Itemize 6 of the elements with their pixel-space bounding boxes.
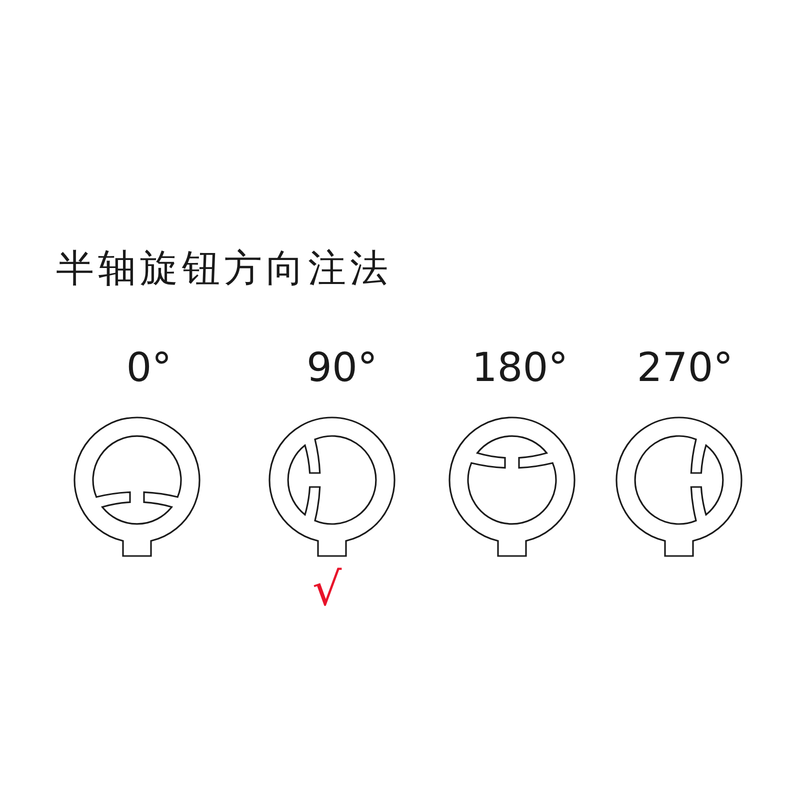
angle-label: 270° [636, 344, 734, 392]
angle-label: 0° [126, 344, 172, 392]
angle-label: 90° [306, 344, 378, 392]
angle-label: 180° [472, 344, 568, 392]
check-mark: √ [312, 564, 342, 614]
diagram-title: 半轴旋钮方向注法 [56, 245, 392, 292]
